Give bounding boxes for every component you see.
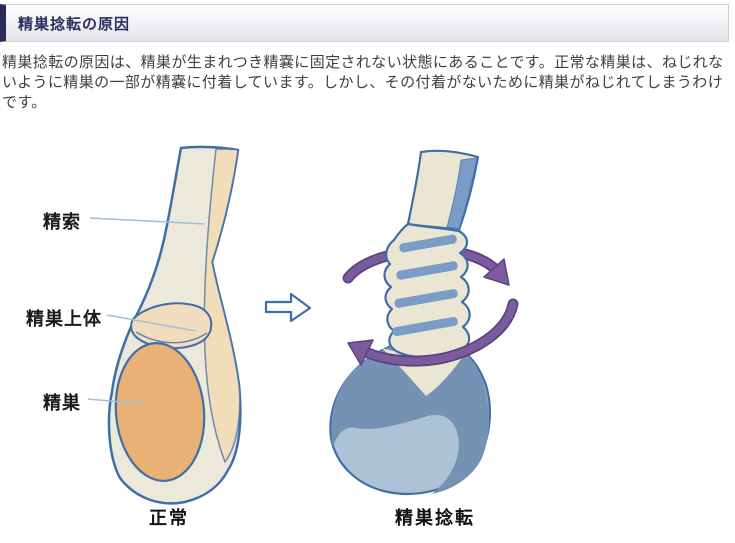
bulb-dark-band [331, 338, 490, 494]
twist-band [399, 234, 457, 253]
cord-strip [203, 148, 241, 463]
transform-arrow-icon [264, 292, 312, 323]
leader-lines [87, 217, 206, 405]
torsion-cord-stripe [446, 157, 478, 230]
rotation-arrowhead-bottom [347, 339, 374, 366]
twist-band [394, 289, 458, 308]
torsion-illustration [87, 145, 519, 505]
testis-shape [114, 342, 206, 482]
epididymis-fold-line [135, 331, 208, 344]
twist-band [392, 316, 458, 337]
rotation-arc-bottom [360, 300, 517, 365]
twist-bands [392, 234, 458, 337]
right-hollow-arrow [264, 292, 312, 323]
caption-torsion: 精巣捻転 [395, 508, 475, 528]
rotation-arrow-bottom [347, 298, 519, 367]
caption-normal: 正常 [149, 508, 189, 528]
normal-figure [87, 145, 242, 505]
leader-epididymis [106, 314, 197, 332]
section-title: 精巣捻転の原因 [18, 15, 131, 33]
leader-spermatic-cord [89, 217, 206, 225]
section-header: 精巣捻転の原因 [0, 4, 729, 42]
label-epididymis: 精巣上体 [26, 309, 102, 329]
twist-band [396, 261, 458, 280]
torsion-figure [329, 149, 519, 496]
label-spermatic-cord: 精索 [43, 212, 81, 232]
epididymis-shape [130, 302, 213, 350]
label-testis: 精巣 [43, 393, 81, 413]
leader-testis [87, 398, 145, 405]
rotation-arrowhead-top [483, 258, 510, 286]
intro-paragraph: 精巣捻転の原因は、精巣が生まれつき精嚢に固定されない状態にあることです。正常な精… [2, 54, 724, 111]
